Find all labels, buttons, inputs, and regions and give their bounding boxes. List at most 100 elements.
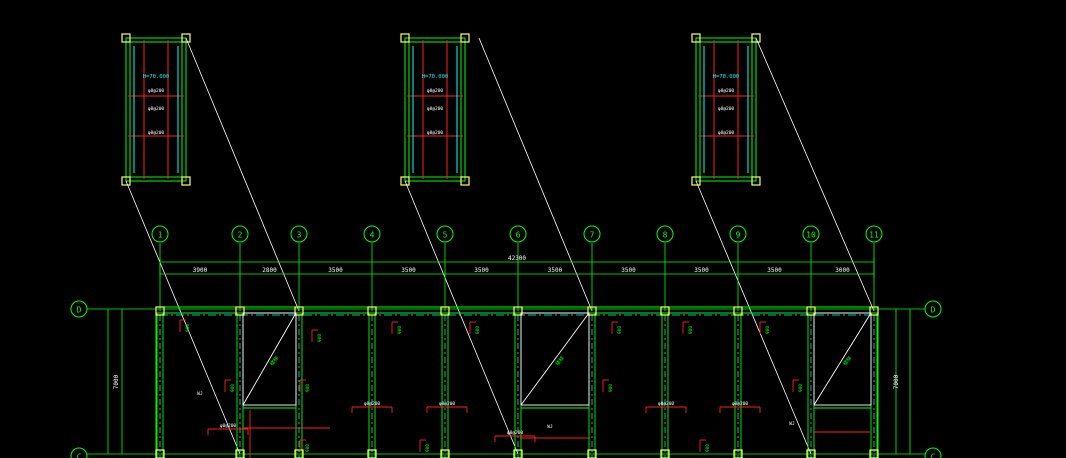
detail-column [751, 33, 761, 43]
beam-tag: 900 [317, 334, 323, 342]
detail-elevation-text: H=70.000 [713, 74, 740, 80]
plan-column [155, 449, 165, 458]
detail-rebar-text: φ8@200 [427, 130, 444, 136]
misc-tag: WJ [547, 424, 553, 430]
axis-label: D [77, 306, 82, 315]
axis-label: 8 [663, 231, 668, 240]
plan-column [367, 449, 377, 458]
rebar-tag: φ8@200 [658, 401, 675, 407]
axis-bubble [802, 225, 820, 243]
bay-dim-text: 3900 [193, 267, 208, 274]
plan-column [440, 449, 450, 458]
beam-tag: 900 [425, 444, 431, 452]
detail-view-inner-frame [408, 41, 462, 178]
bay-dim-text: 2800 [262, 267, 277, 274]
detail-views: H=70.000 φ8@200 φ8@200 φ8@200 H=70.000 φ8@200… [121, 33, 761, 186]
beam-tag: 900 [185, 324, 191, 332]
bay-dim-text: 3000 [835, 267, 850, 274]
detail-column [751, 176, 761, 186]
detail-column [400, 176, 410, 186]
plan-column [513, 306, 523, 316]
axis-label: D [931, 306, 936, 315]
plan-column [440, 306, 450, 316]
beam-tag: 900 [475, 326, 481, 334]
beam-tag: 900 [705, 444, 711, 452]
plan-column [869, 449, 879, 458]
axis-label: 6 [516, 231, 521, 240]
rebar-tag: φ8@200 [220, 423, 237, 429]
axis-bubble [583, 225, 601, 243]
detail-column [400, 33, 410, 43]
plan-column [587, 449, 597, 458]
plan-column [235, 449, 245, 458]
leader-line [125, 180, 241, 455]
detail-column [691, 176, 701, 186]
axis-bubble [656, 225, 674, 243]
detail-rebar-text: φ8@200 [427, 88, 444, 94]
beam-tag: 900 [397, 326, 403, 334]
axis-bubble [70, 447, 88, 458]
axis-label: 11 [869, 231, 879, 240]
axis-label: 2 [238, 231, 243, 240]
axis-label: 1 [158, 231, 163, 240]
stair-tag: 楼梯 [268, 355, 280, 367]
plan-column [733, 306, 743, 316]
bay-dim-text: 3500 [767, 267, 782, 274]
axis-bubble [363, 225, 381, 243]
detail-rebar-text: φ8@200 [718, 88, 735, 94]
side-dim-text: 7000 [893, 374, 900, 389]
detail-column [460, 33, 470, 43]
detail-elevation-text: H=70.000 [143, 74, 170, 80]
detail-rebar-text: φ8@200 [718, 130, 735, 136]
axis-bubble [509, 225, 527, 243]
plan-column [587, 306, 597, 316]
rebar-tag: φ8@200 [732, 401, 749, 407]
detail-column [691, 33, 701, 43]
plan-column [869, 306, 879, 316]
stair-tag: 楼梯 [554, 355, 566, 367]
plan-column [733, 449, 743, 458]
leader-line [185, 37, 300, 312]
stair-opening [813, 312, 872, 406]
stair-tag: 楼梯 [841, 355, 853, 367]
plan-column [660, 449, 670, 458]
overall-dim-text: 42300 [508, 255, 526, 262]
beam-tag: 900 [305, 384, 311, 392]
bay-dim-text: 3500 [328, 267, 343, 274]
detail-rebar-text: φ8@200 [718, 106, 735, 112]
plan-column [806, 306, 816, 316]
detail-elevation-text: H=70.000 [422, 74, 449, 80]
axis-label: 5 [443, 231, 448, 240]
detail-view-inner-frame [699, 41, 753, 178]
detail-view-frame [125, 37, 187, 182]
axis-label: C [931, 453, 936, 458]
leader-line [695, 180, 812, 455]
misc-tag: WJ [197, 391, 203, 397]
axis-bubble [865, 225, 883, 243]
rebar-tag: φ8@200 [364, 401, 381, 407]
detail-column [121, 176, 131, 186]
axis-label: 7 [590, 231, 595, 240]
detail-column [181, 33, 191, 43]
axis-label: 10 [806, 231, 816, 240]
rebar-tag: φ8@200 [439, 401, 456, 407]
plan-column [294, 306, 304, 316]
leader-line [755, 37, 875, 312]
axis-label: 3 [297, 231, 302, 240]
axis-label: 4 [370, 231, 375, 240]
stair-diagonal [242, 312, 297, 406]
bay-dim-text: 3500 [401, 267, 416, 274]
detail-rebar-text: φ8@200 [427, 106, 444, 112]
plan-column [660, 306, 670, 316]
plan-column [294, 449, 304, 458]
detail-column [181, 176, 191, 186]
stair-opening [520, 312, 590, 406]
beam-tag: 900 [230, 384, 236, 392]
side-dim-text: 7000 [113, 374, 120, 389]
detail-view-frame [404, 37, 466, 182]
detail-column [121, 33, 131, 43]
beam-tag: 900 [765, 326, 771, 334]
